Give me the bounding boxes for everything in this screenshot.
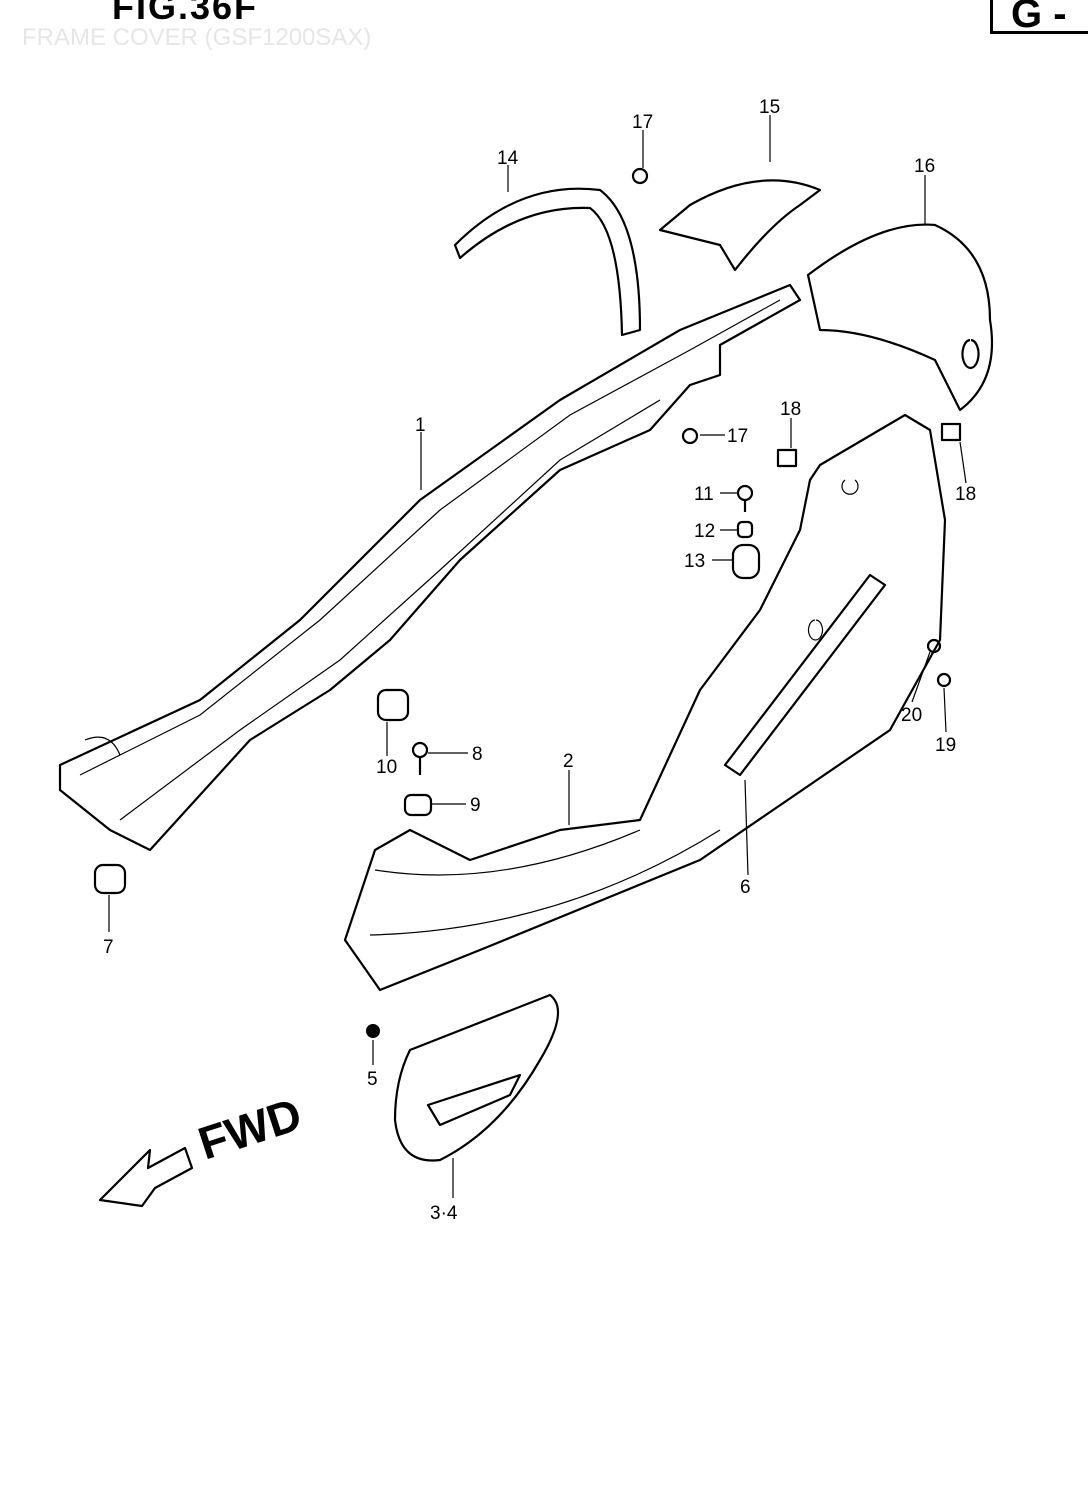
callout-1: 1 — [415, 415, 426, 436]
callout-18-left: 18 — [780, 399, 801, 420]
callout-17-top: 17 — [632, 112, 653, 133]
part-1-frame-cover — [58, 283, 802, 852]
callout-2: 2 — [563, 751, 574, 772]
callout-5: 5 — [367, 1069, 378, 1090]
callout-19: 19 — [935, 735, 956, 756]
callout-10: 10 — [376, 757, 397, 778]
part-15-cover — [658, 179, 822, 272]
callout-16: 16 — [914, 156, 935, 177]
callout-14: 14 — [497, 148, 519, 169]
callout-6: 6 — [740, 877, 751, 898]
part-16-tail-cover — [806, 223, 994, 412]
forward-direction-indicator: FWD — [98, 1088, 308, 1208]
leader-lines — [108, 115, 967, 1198]
callout-20: 20 — [901, 705, 922, 726]
small-hardware — [93, 167, 962, 1038]
part-2-side-cover — [343, 413, 947, 992]
callout-3-4: 3·4 — [430, 1203, 458, 1224]
callout-13: 13 — [684, 551, 705, 572]
section-badge: G - — [990, 0, 1088, 36]
callout-9: 9 — [470, 795, 481, 816]
part-3-4-frame-cover-side — [393, 993, 560, 1162]
part-14-grab-rail — [453, 187, 642, 337]
figure-subtitle: FRAME COVER (GSF1200SAX) — [22, 24, 372, 51]
fwd-label: FWD — [192, 1088, 308, 1170]
callout-11: 11 — [694, 484, 714, 505]
part-6-emblem — [723, 573, 887, 876]
figure-number: FIG.36F — [112, 0, 259, 27]
callout-7: 7 — [103, 937, 114, 958]
forward-arrow-icon — [98, 1146, 194, 1208]
callout-8: 8 — [472, 744, 483, 765]
callout-17-mid: 17 — [727, 426, 748, 447]
callout-12: 12 — [694, 521, 715, 542]
callout-18-right: 18 — [955, 484, 976, 505]
callout-15: 15 — [759, 97, 780, 118]
